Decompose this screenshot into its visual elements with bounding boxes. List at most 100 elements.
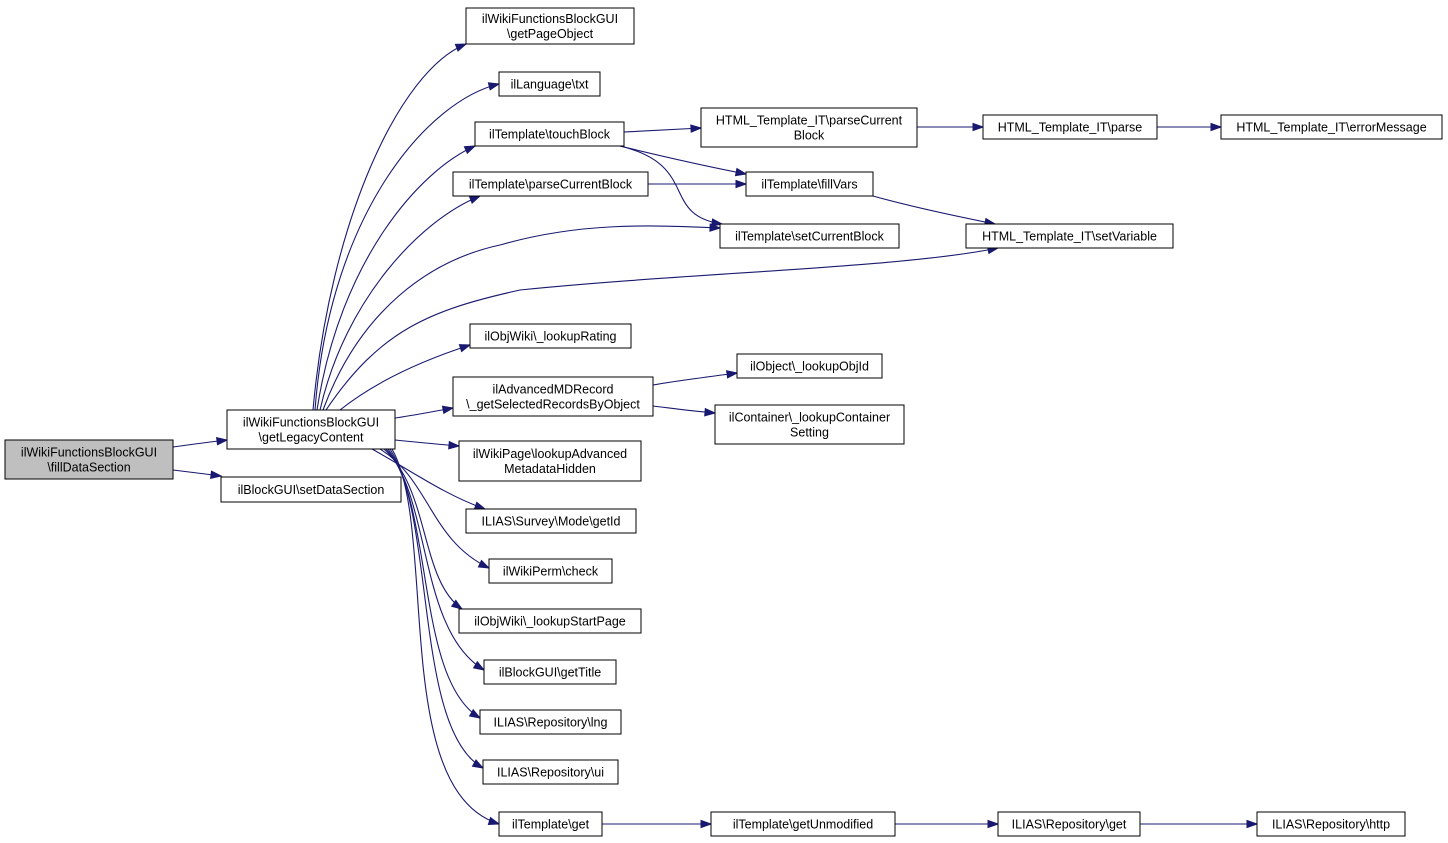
node-box[interactable]: [997, 811, 1141, 837]
edge-line: [325, 247, 999, 411]
node-repoUi[interactable]: ILIAS\Repository\ui: [482, 759, 619, 785]
node-label: ilObjWiki\_lookupStartPage: [474, 615, 626, 629]
node-label: ilTemplate\touchBlock: [489, 128, 611, 142]
node-label: ilTemplate\get: [512, 818, 590, 832]
arrow-head-icon: [734, 167, 748, 177]
node-htParseCurrent[interactable]: HTML_Template_IT\parseCurrentBlock: [700, 107, 918, 148]
node-lookupStart[interactable]: ilObjWiki\_lookupStartPage: [458, 608, 642, 634]
node-getPageObject[interactable]: ilWikiFunctionsBlockGUI\getPageObject: [465, 7, 635, 45]
node-box[interactable]: [469, 323, 632, 349]
node-label: \getPageObject: [507, 27, 594, 41]
edge-advMD-to-lookupObjId: [652, 370, 739, 386]
edge-getLegacy-to-tplGet: [391, 448, 501, 826]
node-setCurrentBlock[interactable]: ilTemplate\setCurrentBlock: [719, 223, 900, 249]
node-label: HTML_Template_IT\setVariable: [982, 230, 1157, 244]
node-box[interactable]: [1256, 811, 1406, 837]
node-box[interactable]: [745, 171, 874, 197]
edge-getLegacy-to-lookupAdvHidden: [394, 439, 461, 450]
edge-getLegacy-to-advMD: [394, 405, 455, 419]
node-box[interactable]: [714, 404, 905, 445]
node-box[interactable]: [452, 171, 649, 197]
node-box[interactable]: [474, 121, 625, 147]
edge-getLegacy-to-getPageObject: [312, 43, 468, 411]
edge-line: [619, 145, 723, 225]
edge-line: [314, 83, 500, 411]
node-setDataSection[interactable]: ilBlockGUI\setDataSection: [220, 476, 402, 503]
node-parseCurrentBlock[interactable]: ilTemplate\parseCurrentBlock: [452, 171, 649, 197]
node-box[interactable]: [982, 114, 1158, 140]
node-label: ilTemplate\getUnmodified: [733, 818, 873, 832]
node-box[interactable]: [1220, 114, 1443, 140]
edge-touchBlock-to-setCurrentBlock: [619, 145, 724, 227]
node-box[interactable]: [452, 376, 654, 417]
node-box[interactable]: [965, 223, 1174, 249]
node-surveyGetId[interactable]: ILIAS\Survey\Mode\getId: [465, 508, 637, 534]
arrow-head-icon: [700, 819, 713, 829]
node-repoHttp[interactable]: ILIAS\Repository\http: [1256, 811, 1406, 837]
node-htError[interactable]: HTML_Template_IT\errorMessage: [1220, 114, 1443, 140]
node-getTitle[interactable]: ilBlockGUI\getTitle: [483, 659, 617, 685]
edge-getLegacy-to-touchBlock: [316, 145, 477, 411]
node-label: ilWikiPage\lookupAdvanced: [473, 447, 627, 461]
node-lookupRating[interactable]: ilObjWiki\_lookupRating: [469, 323, 632, 349]
arrow-head-icon: [735, 179, 748, 189]
node-label: ilWikiFunctionsBlockGUI: [243, 416, 379, 430]
edge-parseCurrentBlock-to-fillVars: [648, 179, 748, 189]
node-label: HTML_Template_IT\parse: [998, 121, 1143, 135]
node-advMD[interactable]: ilAdvancedMDRecord\_getSelectedRecordsBy…: [452, 376, 654, 417]
node-htParse[interactable]: HTML_Template_IT\parse: [982, 114, 1158, 140]
arrow-head-icon: [473, 501, 487, 510]
arrow-head-icon: [987, 819, 1000, 829]
node-box[interactable]: [458, 440, 642, 482]
node-box[interactable]: [458, 608, 642, 634]
node-label: Block: [794, 129, 825, 143]
node-permCheck[interactable]: ilWikiPerm\check: [488, 558, 613, 584]
node-box[interactable]: [465, 508, 637, 534]
node-box[interactable]: [465, 7, 635, 45]
node-repoLng[interactable]: ILIAS\Repository\lng: [479, 709, 622, 735]
node-root[interactable]: ilWikiFunctionsBlockGUI\fillDataSection: [4, 439, 174, 480]
node-box[interactable]: [736, 353, 883, 379]
node-repoGet[interactable]: ILIAS\Repository\get: [997, 811, 1141, 837]
arrow-head-icon: [448, 440, 461, 450]
node-box[interactable]: [226, 409, 396, 450]
arrow-head-icon: [1246, 819, 1259, 829]
node-box[interactable]: [479, 709, 622, 735]
edge-htParseCurrent-to-htParse: [917, 122, 985, 132]
node-getLegacy[interactable]: ilWikiFunctionsBlockGUI\getLegacyContent: [226, 409, 396, 450]
node-box[interactable]: [4, 439, 174, 480]
node-touchBlock[interactable]: ilTemplate\touchBlock: [474, 121, 625, 147]
node-lookupObjId[interactable]: ilObject\_lookupObjId: [736, 353, 883, 379]
node-label: ilWikiFunctionsBlockGUI: [482, 12, 618, 26]
node-box[interactable]: [498, 71, 601, 97]
edge-line: [387, 448, 481, 719]
edge-line: [319, 195, 481, 411]
node-label: HTML_Template_IT\parseCurrent: [716, 114, 903, 128]
node-fillVars[interactable]: ilTemplate\fillVars: [745, 171, 874, 197]
node-label: \getLegacyContent: [259, 431, 364, 445]
edge-fillVars-to-htSetVariable: [872, 195, 997, 227]
edge-repoGet-to-repoHttp: [1140, 819, 1259, 829]
node-box[interactable]: [700, 107, 918, 148]
node-box[interactable]: [488, 558, 613, 584]
node-getUnmodified[interactable]: ilTemplate\getUnmodified: [710, 811, 896, 837]
node-label: ilAdvancedMDRecord: [493, 383, 614, 397]
node-box[interactable]: [710, 811, 896, 837]
arrow-head-icon: [477, 559, 491, 569]
node-label: Setting: [790, 426, 829, 440]
node-htSetVariable[interactable]: HTML_Template_IT\setVariable: [965, 223, 1174, 249]
node-box[interactable]: [483, 659, 617, 685]
node-box[interactable]: [719, 223, 900, 249]
node-label: ilContainer\_lookupContainer: [729, 411, 890, 425]
node-box[interactable]: [220, 476, 402, 503]
node-txt[interactable]: ilLanguage\txt: [498, 71, 601, 97]
call-nodes: ilWikiFunctionsBlockGUI\fillDataSection i…: [4, 7, 1443, 837]
call-edges: [172, 43, 1259, 829]
node-tplGet[interactable]: ilTemplate\get: [498, 811, 603, 837]
edge-getLegacy-to-lookupRating: [339, 344, 472, 411]
node-box[interactable]: [498, 811, 603, 837]
node-box[interactable]: [482, 759, 619, 785]
